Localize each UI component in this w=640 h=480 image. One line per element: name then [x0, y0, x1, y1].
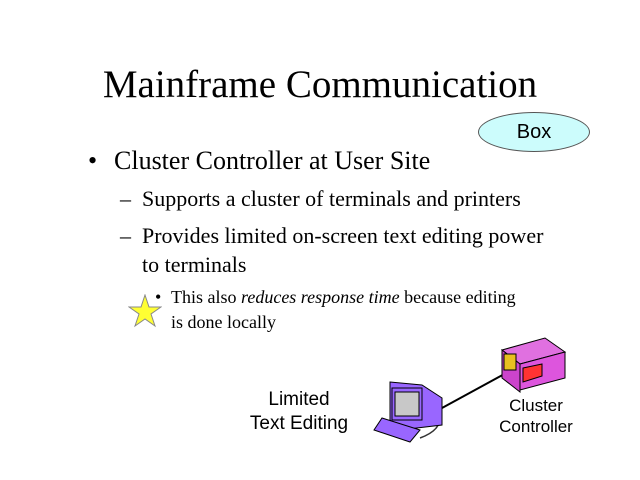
label-line: Limited	[268, 389, 330, 410]
bullet-l3-cont: is done locally	[171, 312, 276, 332]
text: This also	[171, 287, 241, 307]
bullet-l2-provides: Provides limited on-screen text editing …	[142, 223, 544, 248]
bullet-l2-supports: Supports a cluster of terminals and prin…	[142, 186, 521, 211]
bullet-l2-provides-cont: to terminals	[142, 252, 247, 277]
emphasis: reduces response time	[241, 287, 400, 307]
terminal-label: Limited Text Editing	[236, 388, 362, 436]
label-line: Cluster	[509, 396, 563, 415]
terminal-icon	[373, 381, 443, 443]
cluster-controller-icon	[500, 337, 567, 394]
dash: –	[120, 186, 131, 211]
connection-line	[441, 371, 509, 409]
box-callout: Box	[478, 112, 590, 152]
controller-label: Cluster Controller	[486, 395, 586, 437]
bullet-l3: This also reduces response time because …	[171, 287, 516, 308]
slide-title: Mainframe Communication	[102, 63, 538, 106]
label-line: Controller	[499, 417, 573, 436]
dash: –	[120, 223, 131, 248]
network-diagram	[373, 337, 567, 443]
label-line: Text Editing	[249, 413, 349, 434]
bullet-dot: •	[155, 287, 162, 307]
bullet-dot: •	[88, 146, 98, 175]
bullet-l1: Cluster Controller at User Site	[114, 146, 431, 175]
star-icon	[128, 294, 162, 328]
text: because editing	[399, 287, 516, 307]
